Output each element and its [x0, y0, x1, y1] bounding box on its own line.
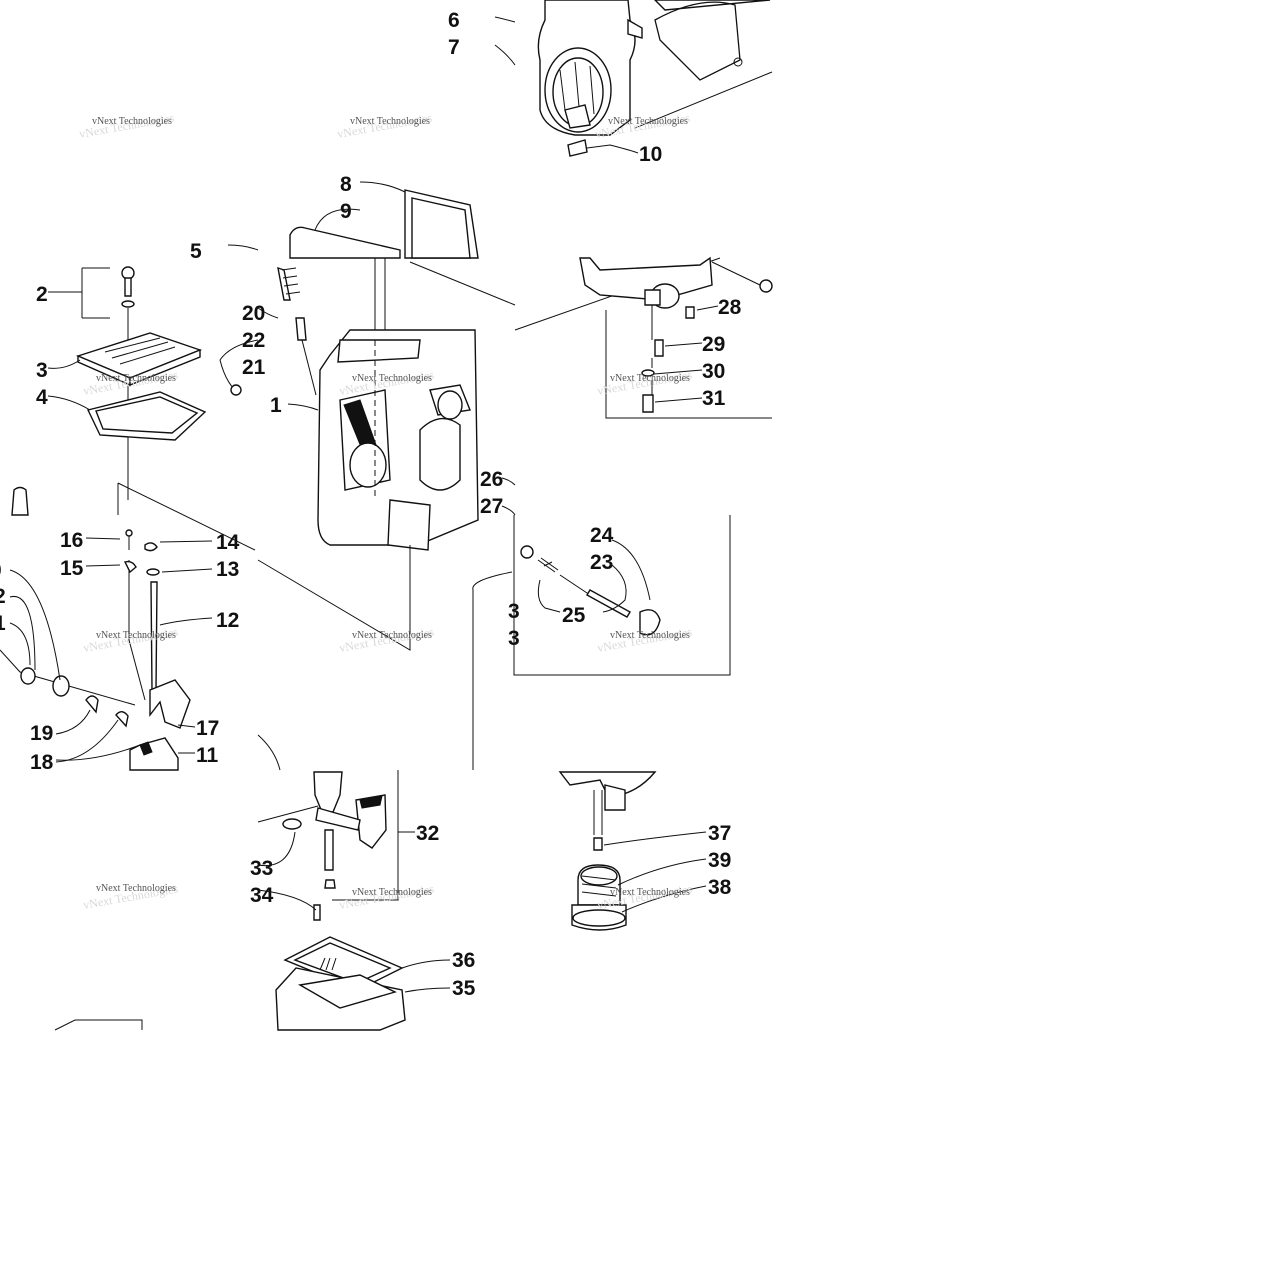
callout-2: 2 — [36, 283, 48, 306]
callout-20: 20 — [242, 302, 265, 325]
callout-25: 25 — [562, 604, 586, 627]
callout-16: 16 — [60, 529, 83, 552]
tile-carburetor-body: 20 22 21 1 — [219, 257, 721, 651]
watermark-text: vNext Technologies — [610, 887, 690, 898]
callout-3c: 3 — [508, 600, 520, 623]
watermark-text: vNext Technologies — [610, 373, 690, 384]
watermark-text: vNext Technologies — [96, 630, 176, 641]
tile-needle-valve: 26 27 24 23 25 3 3 — [472, 468, 731, 770]
callout-6: 6 — [448, 9, 460, 32]
callout-19: 19 — [30, 722, 53, 745]
watermark-text: vNext Technologies — [352, 630, 432, 641]
callout-38: 38 — [708, 876, 732, 899]
callout-4: 4 — [36, 386, 48, 409]
callout-23: 23 — [590, 551, 613, 574]
callout-3: 3 — [36, 359, 48, 382]
callout-21: 21 — [242, 356, 266, 379]
callout-33: 33 — [250, 857, 273, 880]
callout-3d: 3 — [508, 627, 520, 650]
callout-32: 32 — [416, 822, 439, 845]
watermark-text: vNext Technologies — [352, 373, 432, 384]
callout-14: 14 — [216, 531, 240, 554]
callout-0: 0 — [0, 559, 2, 582]
watermark-text: vNext Technologies — [352, 887, 432, 898]
callout-8: 8 — [340, 173, 352, 196]
tile-cover-plate: 2 3 4 — [11, 266, 256, 551]
callout-1b: 1 — [0, 612, 6, 635]
callout-22: 22 — [242, 329, 265, 352]
watermark-text: vNext Technologies — [350, 116, 430, 127]
callout-34: 34 — [250, 884, 274, 907]
callout-37: 37 — [708, 822, 731, 845]
tile-bowl-plug: 37 39 38 — [558, 771, 732, 931]
callout-28: 28 — [718, 296, 742, 319]
callout-29: 29 — [702, 333, 725, 356]
callout-35: 35 — [452, 977, 476, 1000]
tile-throttle-body: 6 7 10 — [448, 0, 773, 166]
callout-10: 10 — [639, 143, 662, 166]
tile-jets: 28 29 30 31 — [579, 256, 773, 419]
watermark-text: vNext Technologies — [96, 373, 176, 384]
callout-26: 26 — [480, 468, 503, 491]
callout-1: 1 — [270, 394, 282, 417]
watermark-text: vNext Technologies — [608, 116, 688, 127]
callout-15: 15 — [60, 557, 84, 580]
tile-float-assembly: 32 33 34 36 35 — [250, 770, 476, 1031]
tile-throttle-shaft: 16 14 15 13 12 0 2 1 19 17 18 11 — [0, 529, 281, 774]
watermark-text: vNext Technologies — [92, 116, 172, 127]
watermark-text: vNext Technologies — [96, 883, 176, 894]
watermark-text: vNext Technologies — [610, 630, 690, 641]
callout-11: 11 — [196, 744, 219, 767]
callout-5: 5 — [190, 240, 202, 263]
callout-24: 24 — [590, 524, 614, 547]
callout-27: 27 — [480, 495, 503, 518]
callout-18: 18 — [30, 751, 54, 774]
tile-gaskets: 8 9 5 — [190, 173, 479, 263]
callout-12: 12 — [216, 609, 239, 632]
callout-17: 17 — [196, 717, 219, 740]
callout-9: 9 — [340, 200, 352, 223]
callout-31: 31 — [702, 387, 726, 410]
tile-fragment — [54, 1019, 143, 1031]
callout-39: 39 — [708, 849, 731, 872]
callout-7: 7 — [448, 36, 460, 59]
callout-36: 36 — [452, 949, 475, 972]
callout-30: 30 — [702, 360, 725, 383]
callout-2b: 2 — [0, 585, 6, 608]
callout-13: 13 — [216, 558, 239, 581]
